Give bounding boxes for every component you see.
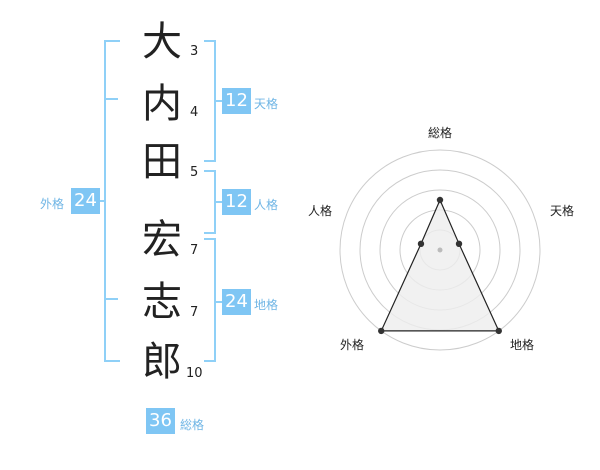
stroke-count-1: 3 (190, 44, 199, 59)
gaikaku-bracket (104, 40, 120, 362)
radar-point-earth (495, 327, 502, 335)
stroke-count-5: 7 (190, 305, 199, 320)
chikaku-connector (214, 301, 222, 303)
stroke-count-2: 4 (190, 105, 199, 120)
radar-polygon (380, 198, 500, 332)
gaikaku-label: 外格 (40, 197, 65, 211)
radar-point-outer (378, 327, 385, 335)
gaikaku-tick-upper (104, 98, 118, 100)
jinkaku-badge: 12 (222, 189, 251, 215)
soukaku-label: 総格 (180, 418, 205, 432)
name-char-6: 郎 (142, 339, 182, 385)
name-char-3: 田 (142, 139, 182, 185)
name-char-2: 内 (142, 81, 182, 127)
tenkaku-connector (214, 100, 222, 102)
chikaku-bracket (204, 238, 216, 362)
stroke-count-4: 7 (190, 243, 199, 258)
radar-label-bottom-left: 外格 (340, 338, 365, 352)
radar-center-dot (437, 247, 443, 253)
soukaku-badge: 36 (146, 408, 175, 434)
name-char-4: 宏 (142, 217, 182, 263)
name-char-5: 志 (142, 279, 182, 325)
radar-label-bottom-right: 地格 (510, 338, 535, 352)
gaikaku-tick-lower (104, 298, 118, 300)
chikaku-label: 地格 (254, 298, 279, 312)
jinkaku-connector (214, 201, 222, 203)
radar-ring-5 (339, 149, 541, 351)
radar-point-person (417, 240, 425, 248)
gaikaku-connector (96, 200, 104, 202)
stroke-count-3: 5 (190, 165, 199, 180)
gaikaku-badge: 24 (71, 188, 100, 214)
radar-label-top: 総格 (428, 126, 453, 140)
radar-point-heaven (455, 240, 463, 248)
radar-label-left: 人格 (308, 204, 333, 218)
radar-point-total (436, 196, 444, 204)
radar-label-right: 天格 (550, 204, 575, 218)
tenkaku-badge: 12 (222, 88, 251, 114)
tenkaku-label: 天格 (254, 97, 279, 111)
stroke-count-6: 10 (186, 366, 203, 381)
chikaku-badge: 24 (222, 289, 251, 315)
jinkaku-label: 人格 (254, 198, 279, 212)
name-char-1: 大 (142, 19, 182, 65)
